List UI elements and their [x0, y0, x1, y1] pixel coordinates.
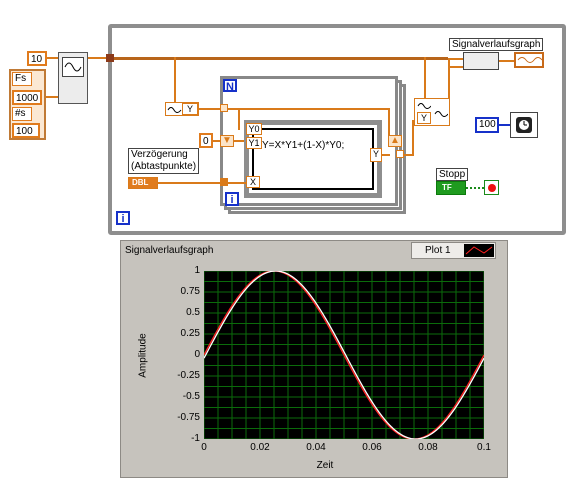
y-tick-label: 0.75	[180, 286, 200, 297]
while-loop-iteration-terminal: i	[116, 211, 130, 225]
waveform-graph-panel[interactable]: Signalverlaufsgraph Plot 1 Amplitude Zei…	[120, 240, 508, 478]
while-loop-frame[interactable]	[108, 24, 566, 235]
series-line-2	[204, 271, 484, 439]
shift-register-out[interactable]: ▲	[388, 135, 402, 147]
wait-constant-100[interactable]: 100	[475, 117, 499, 133]
waveform-icon	[167, 107, 182, 113]
formula-input-y0[interactable]: Y0	[246, 123, 262, 135]
loop-condition-terminal[interactable]	[484, 180, 499, 195]
shift-register-in[interactable]: ▼	[220, 135, 234, 147]
shift-register-left[interactable]	[106, 54, 114, 62]
cluster-fs-value[interactable]: 1000	[12, 90, 42, 105]
cluster-fs-label: Fs	[12, 72, 32, 86]
plot-area[interactable]	[204, 271, 484, 439]
block-diagram: i 10 Fs 1000 #s 100 Signalverlaufsgraph …	[0, 0, 574, 238]
y-tick-label: 1	[194, 265, 200, 276]
for-loop-iteration-terminal: i	[225, 192, 239, 206]
legend-swatch	[464, 244, 494, 257]
delay-control-terminal[interactable]: DBL	[128, 177, 158, 189]
y-axis-label: Amplitude	[137, 333, 149, 378]
formula-input-x[interactable]: X	[246, 176, 260, 188]
graph-terminal-label: Signalverlaufsgraph	[449, 38, 544, 51]
cluster-ns-label: #s	[12, 107, 32, 121]
formula-input-y1[interactable]: Y1	[246, 137, 262, 149]
graph-legend[interactable]: Plot 1	[411, 242, 496, 259]
y-tick-label: 0.25	[180, 328, 200, 339]
x-tick-label: 0.04	[306, 442, 326, 453]
for-loop-count-terminal: N	[223, 79, 237, 93]
stop-label: Stopp	[436, 168, 469, 181]
graph-terminal[interactable]	[514, 52, 544, 68]
constant-0[interactable]: 0	[199, 133, 213, 148]
x-tick-label: 0.02	[250, 442, 270, 453]
y-tick-label: 0	[194, 349, 200, 360]
sine-icon	[64, 62, 82, 72]
waveform-graph-icon	[517, 57, 543, 63]
x-tick-label: 0.1	[477, 442, 491, 453]
y-tick-label: -0.5	[182, 391, 200, 402]
build-array-node[interactable]	[463, 52, 499, 70]
x-tick-label: 0	[201, 442, 207, 453]
y-tick-label: -0.25	[177, 370, 200, 381]
wait-ms-node[interactable]	[510, 112, 538, 138]
series-line-1	[204, 271, 484, 439]
timer-icon	[516, 117, 532, 133]
stop-control-terminal[interactable]: TF	[436, 181, 466, 195]
y-tick-label: -0.75	[177, 412, 200, 423]
sine-waveform-vi[interactable]	[58, 52, 88, 104]
build-waveform-node[interactable]: Y	[414, 98, 450, 126]
y-tick-label: 0.5	[186, 307, 200, 318]
cluster-ns-value[interactable]: 100	[12, 123, 40, 138]
legend-label: Plot 1	[425, 245, 451, 256]
formula-text[interactable]: Y=X*Y1+(1-X)*Y0;	[262, 140, 345, 151]
graph-title: Signalverlaufsgraph	[125, 245, 214, 256]
x-axis-label: Zeit	[316, 460, 334, 471]
delay-label: Verzögerung (Abtastpunkte)	[128, 148, 200, 174]
x-tick-label: 0.06	[362, 442, 382, 453]
waveform-out-icon	[434, 111, 448, 117]
constant-10[interactable]: 10	[27, 51, 47, 66]
waveform-icon-2	[417, 103, 431, 109]
y-tick-label: -1	[191, 433, 200, 444]
formula-output-y[interactable]: Y	[370, 148, 382, 162]
x-tick-label: 0.08	[418, 442, 438, 453]
